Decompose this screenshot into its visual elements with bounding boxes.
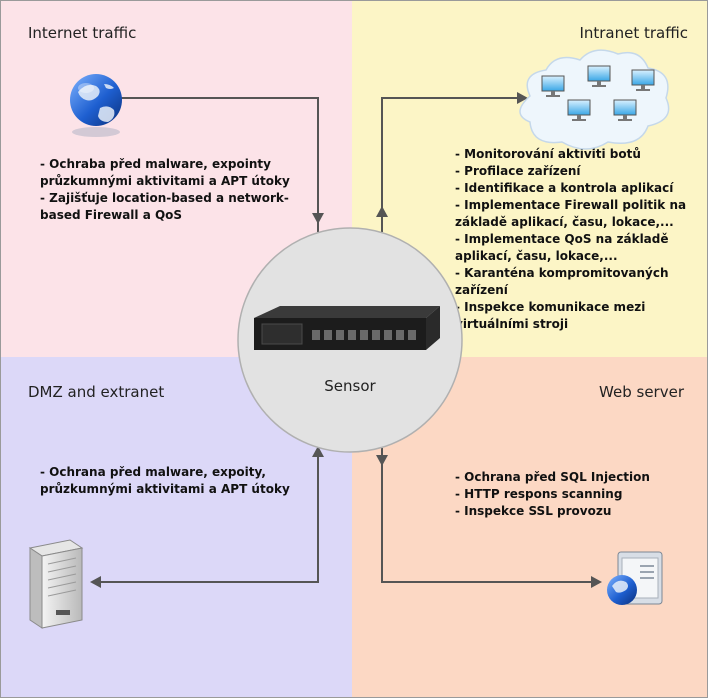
list-item: - Inspekce komunikace mezi virtuálními s… bbox=[455, 300, 646, 331]
connectors bbox=[92, 97, 600, 583]
connector-intranet bbox=[381, 97, 520, 232]
internet-features-list: - Ochraba před malware, expointy průzkum… bbox=[40, 156, 300, 224]
server-tower-icon bbox=[28, 539, 84, 629]
computer-icon bbox=[567, 99, 591, 121]
web-server-icon bbox=[607, 551, 663, 605]
sensor-appliance-icon bbox=[254, 306, 440, 350]
list-item: - Karanténa kompromitovaných zařízení bbox=[455, 266, 669, 297]
arrowhead-dmz-left bbox=[90, 576, 101, 588]
network-cloud-icon bbox=[519, 49, 670, 150]
computer-icon bbox=[631, 69, 655, 91]
computer-icon bbox=[587, 65, 611, 87]
sensor-label: Sensor bbox=[324, 377, 376, 395]
globe-icon bbox=[70, 74, 122, 137]
web-server-title: Web server bbox=[599, 383, 684, 401]
web-features-list: - Ochrana před SQL Injection - HTTP resp… bbox=[455, 469, 695, 520]
dmz-extranet-title: DMZ and extranet bbox=[28, 383, 165, 401]
arrowhead-internet-down bbox=[312, 213, 324, 224]
arrowhead-intranet-right bbox=[517, 92, 528, 104]
list-item: - Ochrana před SQL Injection bbox=[455, 470, 650, 484]
intranet-traffic-title: Intranet traffic bbox=[579, 24, 688, 42]
arrowhead-dmz-up bbox=[312, 446, 324, 457]
list-item: - Ochraba před malware, expointy průzkum… bbox=[40, 157, 290, 188]
list-item: - Identifikace a kontrola aplikací bbox=[455, 181, 674, 195]
connector-internet bbox=[118, 97, 319, 232]
list-item: - Implementace QoS na základě aplikací, … bbox=[455, 232, 669, 263]
dmz-features-list: - Ochrana před malware, expoity, průzkum… bbox=[40, 464, 320, 498]
intranet-features-list: - Monitorování aktiviti botů - Profilace… bbox=[455, 146, 705, 333]
list-item: - HTTP respons scanning bbox=[455, 487, 623, 501]
list-item: - Monitorování aktiviti botů bbox=[455, 147, 641, 161]
list-item: - Ochrana před malware, expoity, průzkum… bbox=[40, 465, 290, 496]
list-item: - Inspekce SSL provozu bbox=[455, 504, 612, 518]
computer-icon bbox=[541, 75, 565, 97]
connector-web bbox=[381, 448, 600, 583]
list-item: - Profilace zařízení bbox=[455, 164, 581, 178]
arrowhead-web-down bbox=[376, 455, 388, 466]
internet-traffic-title: Internet traffic bbox=[28, 24, 137, 42]
connector-dmz bbox=[92, 448, 319, 583]
list-item: - Zajišťuje location-based a network-bas… bbox=[40, 191, 289, 222]
computer-icon bbox=[613, 99, 637, 121]
list-item: - Implementace Firewall politik na zákla… bbox=[455, 198, 687, 229]
arrowhead-web-right bbox=[591, 576, 602, 588]
arrowhead-intranet-up bbox=[376, 206, 388, 217]
